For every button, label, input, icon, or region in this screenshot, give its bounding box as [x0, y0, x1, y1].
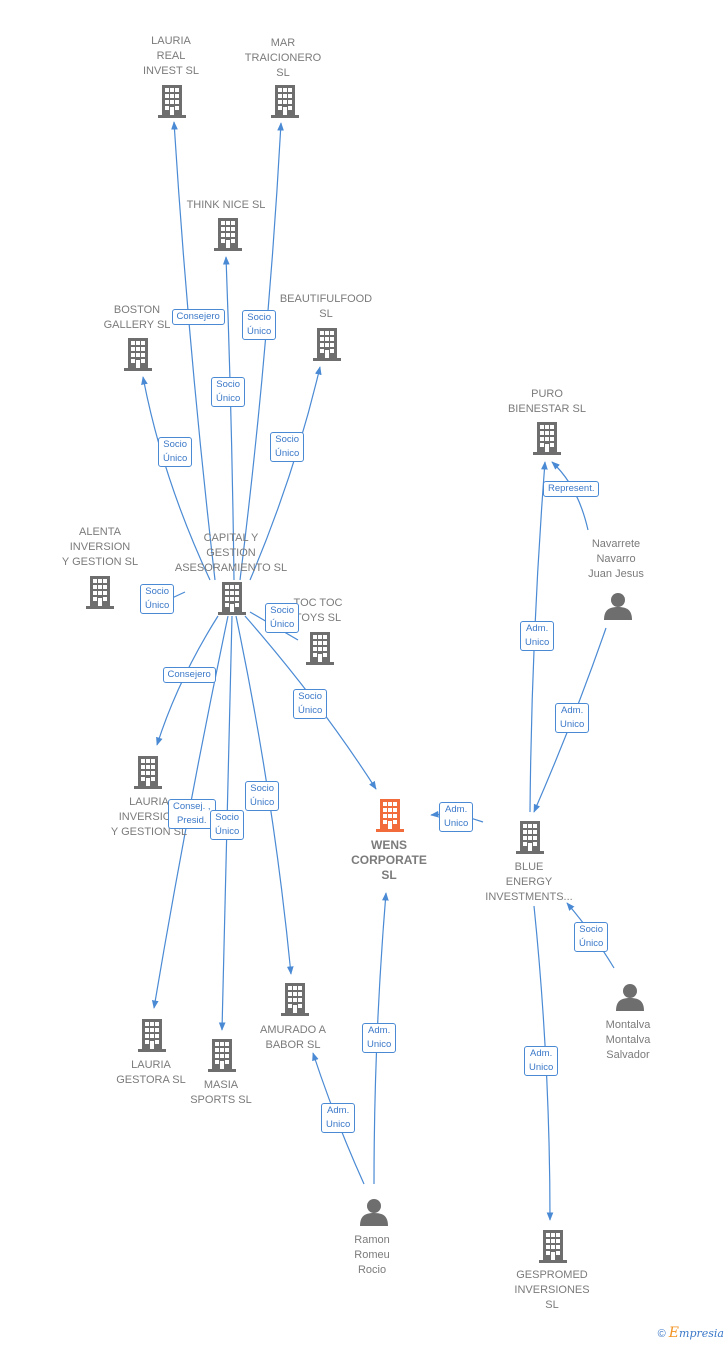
building-icon-think[interactable]	[214, 218, 242, 251]
building-icon-boston[interactable]	[124, 338, 152, 371]
edge-tag-montalva-blue[interactable]: Socio Único	[574, 922, 609, 952]
edge-tag-capital-beautiful[interactable]: Socio Único	[270, 432, 305, 462]
edge-tag-blue-wens[interactable]: Adm. Unico	[439, 802, 474, 832]
node-label-capital[interactable]: CAPITAL Y GESTION ASESORAMIENTO SL	[174, 532, 288, 574]
building-icon-puro[interactable]	[533, 422, 561, 455]
node-label-mar[interactable]: MAR TRAICIONERO SL	[244, 37, 322, 79]
building-icon-amurado[interactable]	[281, 983, 309, 1016]
edge-capital-mar	[239, 122, 284, 581]
building-icon-mar[interactable]	[271, 85, 299, 118]
building-icon-lauria_gest[interactable]	[138, 1019, 166, 1052]
building-icon-alenta[interactable]	[86, 576, 114, 609]
node-label-think[interactable]: THINK NICE SL	[186, 199, 266, 211]
node-label-lauria_real[interactable]: LAURIA REAL INVEST SL	[142, 35, 200, 77]
edge-tag-ramon-wens[interactable]: Adm. Unico	[362, 1023, 397, 1053]
edge-tag-blue-gespromed[interactable]: Adm. Unico	[524, 1046, 559, 1076]
edge-tag-navarrete-blue[interactable]: Adm. Unico	[555, 703, 590, 733]
brand-footer[interactable]: © Empresia	[658, 1325, 724, 1341]
edge-tag-ramon-amurado[interactable]: Adm. Unico	[321, 1103, 356, 1133]
edge-capital-beautiful	[249, 366, 322, 581]
person-icon-ramon[interactable]	[360, 1199, 388, 1226]
node-label-puro[interactable]: PURO BIENESTAR SL	[507, 388, 587, 415]
edge-tag-navarrete-puro[interactable]: Represent.	[543, 481, 600, 497]
node-label-gespromed[interactable]: GESPROMED INVERSIONES SL	[514, 1269, 590, 1311]
edge-capital-think	[222, 256, 235, 581]
node-label-alenta[interactable]: ALENTA INVERSION Y GESTION SL	[61, 526, 139, 568]
node-label-amurado[interactable]: AMURADO A BABOR SL	[259, 1024, 326, 1051]
person-icon-navarrete[interactable]	[604, 593, 632, 620]
node-label-navarrete[interactable]: Navarrete Navarro Juan Jesus	[588, 538, 644, 580]
node-label-boston[interactable]: BOSTON GALLERY SL	[103, 304, 171, 331]
edge-tag-capital-amurado[interactable]: Socio Único	[245, 781, 280, 811]
edge-tag-capital-toctoc[interactable]: Socio Único	[265, 603, 300, 633]
person-icon-montalva[interactable]	[616, 984, 644, 1011]
copyright-icon: ©	[657, 1328, 666, 1340]
edge-tag-capital-lauria_inv[interactable]: Consejero	[162, 667, 216, 683]
building-icon-toctoc[interactable]	[306, 632, 334, 665]
brand-logo-initial: E	[668, 1325, 680, 1341]
building-icon-lauria_real[interactable]	[158, 85, 186, 118]
node-label-montalva[interactable]: Montalva Montalva Salvador	[605, 1019, 651, 1061]
building-icon-blue[interactable]	[516, 821, 544, 854]
building-icon-capital[interactable]	[218, 582, 246, 615]
node-label-ramon[interactable]: Ramon Romeu Rocio	[354, 1234, 390, 1276]
edge-tag-capital-think[interactable]: Socio Único	[211, 377, 246, 407]
brand-logo-text: mpresia	[679, 1327, 724, 1340]
edge-tag-blue-puro[interactable]: Adm. Unico	[520, 621, 555, 651]
node-label-lauria_inv[interactable]: LAURIA INVERSION Y GESTION SL	[110, 796, 188, 838]
edge-tag-capital-lauria_real[interactable]: Consejero	[171, 309, 225, 325]
edge-tag-capital-alenta[interactable]: Socio Único	[140, 584, 175, 614]
node-label-wens[interactable]: WENS CORPORATE SL	[351, 838, 427, 882]
building-icon-wens[interactable]	[376, 799, 404, 832]
edge-capital-boston	[141, 376, 211, 581]
edge-tag-capital-wens[interactable]: Socio Único	[293, 689, 328, 719]
edge-tag-capital-mar[interactable]: Socio Único	[242, 310, 277, 340]
node-label-lauria_gest[interactable]: LAURIA GESTORA SL	[116, 1059, 186, 1086]
node-label-beautiful[interactable]: BEAUTIFULFOOD SL	[279, 293, 373, 320]
edge-tag-capital-boston[interactable]: Socio Único	[158, 437, 193, 467]
node-label-masia[interactable]: MASIA SPORTS SL	[190, 1079, 252, 1106]
edge-tag-capital-lauria_gest[interactable]: Consej. , Presid.	[168, 799, 216, 829]
edge-tag-capital-masia[interactable]: Socio Único	[210, 810, 245, 840]
node-label-toctoc[interactable]: TOC TOC TOYS SL	[293, 597, 343, 624]
node-label-blue[interactable]: BLUE ENERGY INVESTMENTS...	[485, 861, 573, 903]
building-icon-lauria_inv[interactable]	[134, 756, 162, 789]
building-icon-beautiful[interactable]	[313, 328, 341, 361]
building-icon-gespromed[interactable]	[539, 1230, 567, 1263]
edge-capital-lauria_real	[171, 121, 216, 581]
